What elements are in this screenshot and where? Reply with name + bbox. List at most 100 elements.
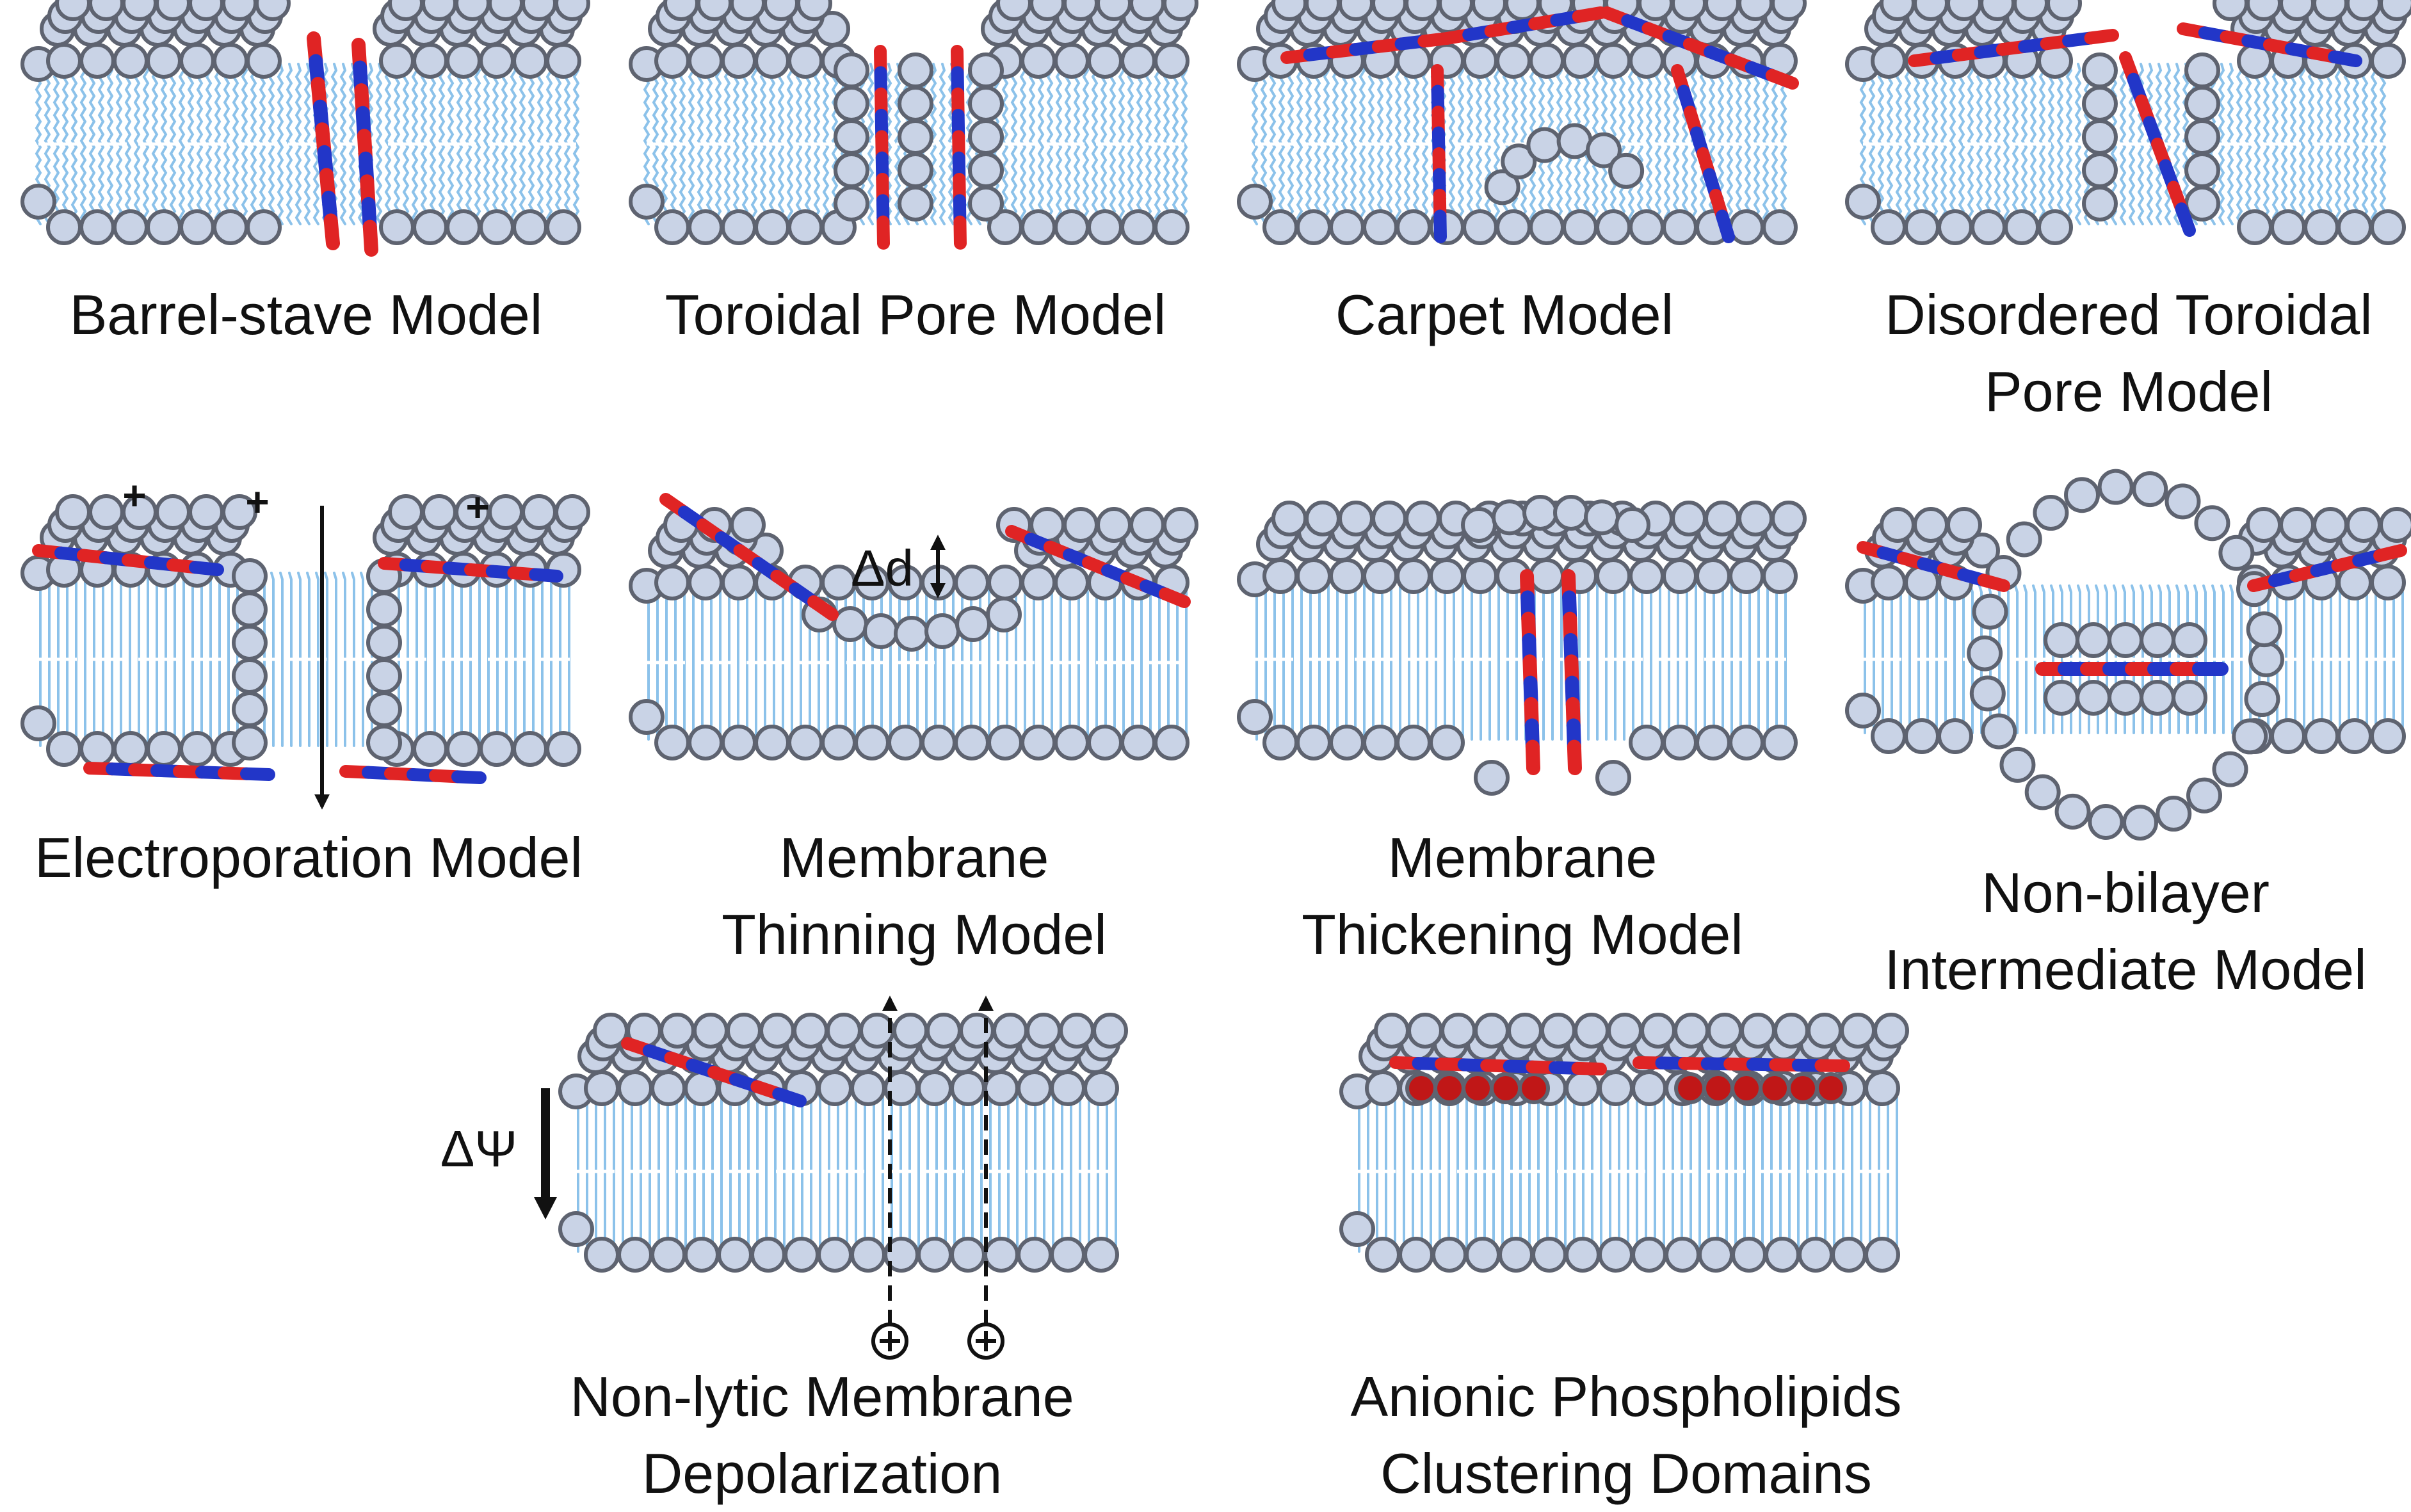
lipid-head xyxy=(2279,0,2315,21)
peptide-helix xyxy=(1431,64,1447,243)
lipid-head xyxy=(1980,0,2015,21)
caption-line: Membrane xyxy=(779,826,1049,889)
lipid-head xyxy=(446,209,481,245)
lipid-head xyxy=(1305,501,1341,536)
lipid-head xyxy=(2346,507,2382,543)
peptide-helix xyxy=(2119,51,2196,237)
lipid-head xyxy=(617,1237,653,1273)
lipid-head xyxy=(1490,1072,1522,1104)
lipid-head xyxy=(898,86,933,122)
lipid-head xyxy=(1017,1070,1052,1106)
lipid-head xyxy=(968,119,1004,155)
peptide-helix xyxy=(1520,569,1540,775)
caption-electroporation: Electroporation Model xyxy=(0,819,629,896)
lipid-head xyxy=(1433,1072,1465,1104)
lipid-head xyxy=(1262,209,1298,245)
lipid-head xyxy=(2303,209,2339,245)
lipid-head xyxy=(1738,501,1773,536)
caption-membrane-thinning: Membrane Thinning Model xyxy=(594,819,1234,973)
panel-membrane-thinning xyxy=(629,493,1198,760)
lipid-head xyxy=(232,625,268,661)
lipid-head xyxy=(654,209,690,245)
lipid-head xyxy=(1662,209,1698,245)
caption-line: Intermediate Model xyxy=(1884,938,2367,1001)
lipid-tails xyxy=(1859,63,2388,225)
caption-line: Thickening Model xyxy=(1302,903,1743,966)
lipid-head xyxy=(1063,507,1099,543)
lipid-head xyxy=(122,0,157,21)
lipid-head xyxy=(1296,209,1332,245)
lipid-head xyxy=(1773,1013,1809,1049)
lipid-head xyxy=(892,1013,928,1049)
lipid-head xyxy=(1484,169,1520,205)
lipid-head xyxy=(2082,152,2118,188)
lipid-head xyxy=(554,494,590,530)
lipid-head xyxy=(113,43,149,79)
lipid-head xyxy=(955,606,991,642)
lipid-head xyxy=(1815,1072,1847,1104)
lipid-head xyxy=(246,209,282,245)
lipid-head xyxy=(917,1070,953,1106)
lipid-head xyxy=(2379,507,2411,543)
lipid-head xyxy=(1329,558,1365,594)
lipid-head xyxy=(1671,0,1707,21)
lipid-head xyxy=(1631,1070,1667,1106)
lipid-head xyxy=(1054,43,1090,79)
lipid-head xyxy=(1871,565,1907,600)
lipid-head xyxy=(2184,52,2220,88)
lipid-tails xyxy=(37,572,570,747)
lipid-head xyxy=(222,0,257,21)
lipid-head xyxy=(2046,0,2082,21)
lipid-head xyxy=(1496,43,1531,79)
lipid-head xyxy=(113,209,149,245)
lipid-head xyxy=(2184,152,2220,188)
lipid-head xyxy=(512,731,548,767)
lipid-head xyxy=(1871,718,1907,754)
lipid-head xyxy=(1339,1211,1375,1247)
lipid-head xyxy=(1840,1013,1876,1049)
lipid-head xyxy=(950,1070,986,1106)
lipid-head xyxy=(1759,1072,1791,1104)
lipid-head xyxy=(1595,209,1631,245)
lipid-head xyxy=(1371,501,1407,536)
lipid-head xyxy=(754,43,790,79)
lipid-head xyxy=(697,0,732,21)
lipid-head xyxy=(834,186,869,221)
positive-charge-mark: + xyxy=(122,472,147,519)
positive-charge-mark: + xyxy=(245,479,270,525)
lipid-head xyxy=(2248,641,2284,677)
lipid-tails xyxy=(645,584,1188,741)
panel-barrel-stave xyxy=(20,0,590,257)
lipid-head xyxy=(2108,622,2143,658)
lipid-head xyxy=(1972,593,2008,630)
panel-anionic-clustering xyxy=(1339,1013,1909,1273)
lipid-head xyxy=(898,52,933,88)
delta-psi-label: ΔΨ xyxy=(440,1120,518,1177)
lipid-head xyxy=(1729,209,1764,245)
lipid-head xyxy=(1120,43,1156,79)
caption-line: Carpet Model xyxy=(1335,283,1674,346)
lipid-head xyxy=(2165,483,2201,520)
lipid-head xyxy=(2312,507,2348,543)
lipid-head xyxy=(1429,725,1465,760)
lipid-head xyxy=(1329,725,1365,760)
lipid-head xyxy=(388,0,424,21)
lipid-head xyxy=(584,1237,620,1273)
lipid-head xyxy=(996,0,1032,21)
lipid-head xyxy=(2082,119,2118,155)
lipid-head xyxy=(688,725,723,760)
lipid-head xyxy=(2337,209,2373,245)
lipid-head xyxy=(246,43,282,79)
lipid-tails xyxy=(35,63,580,225)
lipid-head xyxy=(1638,0,1673,21)
micelle xyxy=(1484,123,1645,205)
caption-barrel-stave: Barrel-stave Model xyxy=(0,277,626,353)
lipid-head xyxy=(1880,0,1915,21)
lipid-head xyxy=(987,725,1023,760)
caption-line: Non-bilayer xyxy=(1981,861,2270,924)
peptide-helix xyxy=(351,38,378,257)
lipid-head xyxy=(1631,1237,1667,1273)
lipid-head xyxy=(2044,622,2079,658)
lipid-head xyxy=(787,725,823,760)
lipid-head xyxy=(1971,209,2006,245)
